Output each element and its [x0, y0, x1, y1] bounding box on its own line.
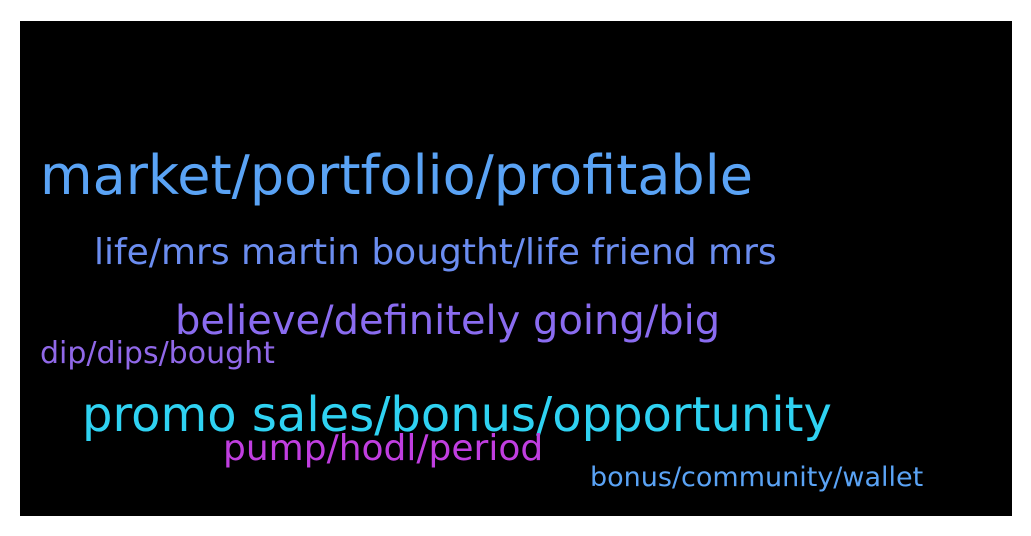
word-pump-hodl-period: pump/hodl/period [223, 428, 544, 469]
word-life-mrs-martin: life/mrs martin bougtht/life friend mrs [94, 232, 777, 273]
word-bonus-community-wallet: bonus/community/wallet [590, 462, 924, 493]
word-promo-sales-bonus-opportunity: promo sales/bonus/opportunity [82, 387, 832, 443]
word-cloud-canvas: market/portfolio/profitable life/mrs mar… [20, 21, 1012, 516]
word-market-portfolio-profitable: market/portfolio/profitable [40, 144, 753, 207]
word-dip-dips-bought: dip/dips/bought [40, 336, 275, 371]
word-believe-definitely-going-big: believe/definitely going/big [175, 298, 721, 344]
